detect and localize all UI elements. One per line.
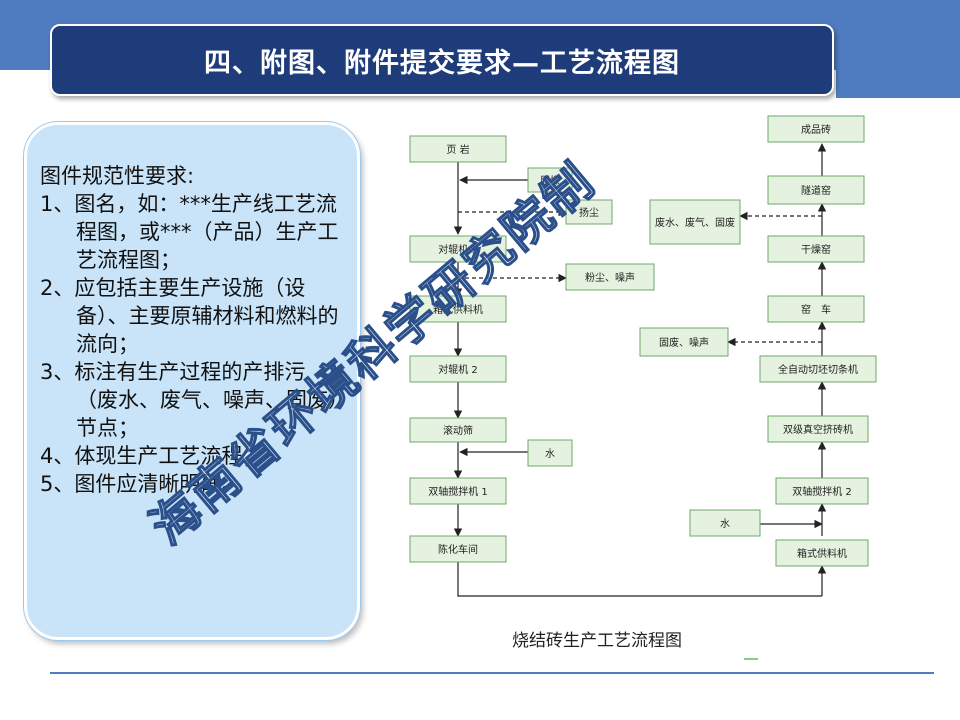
node-drum-screen: 滚动筛 (443, 424, 473, 437)
node-vacuum-extruder: 双级真空挤砖机 (783, 423, 853, 436)
node-drying-kiln: 干燥窑 (801, 243, 831, 256)
node-kiln-waste: 废水、废气、固废 (655, 216, 735, 229)
requirements-panel (24, 122, 360, 640)
node-tunnel-kiln: 隧道窑 (801, 184, 831, 197)
requirement-item-2: 2、应包括主要生产设施（设备）、主要原辅材料和燃料的流向； (40, 276, 339, 356)
bottom-rule (50, 672, 934, 674)
node-mixer-2: 双轴搅拌机 2 (792, 485, 852, 498)
node-finished-brick: 成品砖 (801, 123, 831, 136)
process-flowchart: 页 岩 对辊机 1 箱式供料机 对辊机 2 滚动筛 双轴搅拌机 1 陈化车间 原… (409, 115, 877, 597)
node-aging-workshop: 陈化车间 (438, 543, 478, 556)
node-coal: 原煤 (540, 174, 560, 187)
requirements-heading: 图件规范性要求: (40, 164, 195, 188)
node-solid-noise: 固废、噪声 (659, 336, 709, 349)
node-shale: 页 岩 (446, 143, 469, 156)
node-kiln-car: 窑 车 (801, 303, 831, 316)
node-roller-1: 对辊机 1 (438, 243, 478, 256)
requirement-item-3: 3、标注有生产过程的产排污（废水、废气、噪声、固废）节点； (40, 360, 339, 440)
node-dust-noise: 粉尘、噪声 (585, 271, 635, 284)
title-banner: 四、附图、附件提交要求—工艺流程图 (50, 24, 834, 96)
node-water-left: 水 (545, 448, 555, 460)
requirement-item-5: 5、图件应清晰明确。 (40, 472, 243, 496)
top-band-extension (836, 70, 960, 98)
node-water-right: 水 (720, 518, 730, 530)
node-box-feeder-left: 箱式供料机 (433, 303, 483, 316)
node-auto-cutter: 全自动切坯切条机 (778, 363, 858, 376)
requirements-list: 图件规范性要求: 1、图名，如：***生产线工艺流程图，或***（产品）生产工艺… (40, 162, 340, 498)
node-box-feeder-right: 箱式供料机 (797, 547, 847, 560)
node-fugitive-dust: 扬尘 (579, 206, 599, 219)
requirement-item-4: 4、体现生产工艺流程； (40, 444, 264, 468)
node-roller-2: 对辊机 2 (438, 363, 478, 376)
page-title: 四、附图、附件提交要求—工艺流程图 (204, 47, 680, 79)
node-mixer-1: 双轴搅拌机 1 (428, 485, 488, 498)
flowchart-caption: 烧结砖生产工艺流程图 (512, 631, 682, 651)
requirement-item-1: 1、图名，如：***生产线工艺流程图，或***（产品）生产工艺流程图； (40, 192, 339, 272)
caption-marker (744, 658, 758, 660)
